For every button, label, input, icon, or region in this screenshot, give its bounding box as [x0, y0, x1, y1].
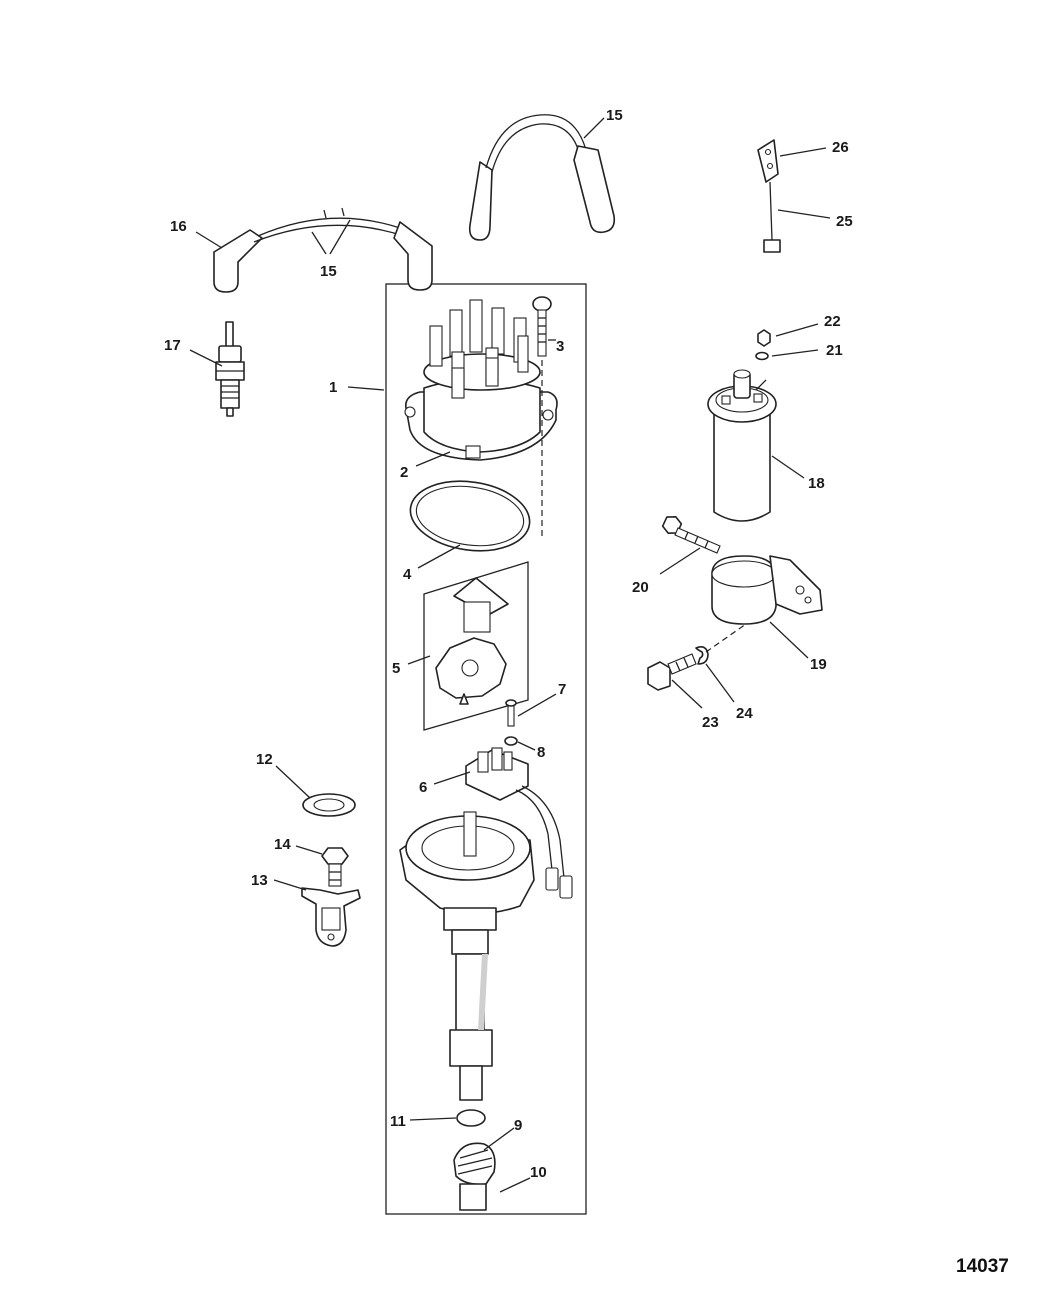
callout-10: 10 — [530, 1164, 547, 1181]
callout-11: 11 — [390, 1113, 406, 1130]
ground-strap-clip — [757, 139, 779, 183]
callout-17: 17 — [164, 337, 181, 354]
distributor-cap — [404, 299, 558, 461]
clamp-bolt — [321, 847, 349, 887]
coil-bracket — [711, 555, 823, 625]
callout-21: 21 — [826, 342, 843, 359]
callout-25: 25 — [836, 213, 853, 230]
callout-22: 22 — [824, 313, 841, 330]
lock-washer — [695, 646, 709, 665]
cap-gasket — [409, 480, 531, 552]
drive-gear — [453, 1142, 496, 1211]
callout-16: 16 — [170, 218, 187, 235]
bracket-dash-line — [705, 623, 747, 653]
bracket-bolt — [661, 516, 721, 554]
figure-number: 14037 — [956, 1256, 1009, 1277]
hold-down-clamp — [301, 887, 361, 947]
distributor-housing — [399, 811, 535, 1101]
shaft-washer — [456, 1109, 486, 1127]
spark-plug-wire-arched — [468, 114, 616, 241]
callout-3: 3 — [556, 338, 564, 355]
callout-5: 5 — [392, 660, 400, 677]
callout-9: 9 — [514, 1117, 522, 1134]
leader-lines — [189, 117, 831, 1193]
module-screw — [505, 699, 517, 727]
callout-13: 13 — [251, 872, 268, 889]
callout-1: 1 — [329, 379, 337, 396]
callout-8: 8 — [537, 744, 545, 761]
ground-strap-wire — [763, 181, 781, 253]
cap-screw — [532, 296, 552, 540]
callout-23: 23 — [702, 714, 719, 731]
callout-7: 7 — [558, 681, 566, 698]
coil-nut — [757, 329, 771, 347]
callout-20: 20 — [632, 579, 649, 596]
callout-24: 24 — [736, 705, 753, 722]
callout-15-top: 15 — [606, 107, 623, 124]
module-washer — [504, 736, 518, 746]
coil-washer — [755, 351, 769, 361]
distributor-assembly-box — [385, 283, 587, 1215]
ignition-coil — [707, 369, 777, 522]
callout-14: 14 — [274, 836, 291, 853]
ignition-module — [465, 747, 573, 899]
callout-15-left: 15 — [320, 263, 337, 280]
spark-plug-wire-short — [213, 207, 433, 293]
bracket-mount-bolt — [647, 653, 697, 691]
rotor-kit-panel — [423, 561, 529, 731]
clamp-washer — [302, 793, 356, 817]
callout-26: 26 — [832, 139, 849, 156]
spark-plug — [215, 321, 245, 417]
callout-19: 19 — [810, 656, 827, 673]
callout-6: 6 — [419, 779, 427, 796]
callout-4: 4 — [403, 566, 412, 583]
callout-18: 18 — [808, 475, 825, 492]
callout-labels: 1 2 3 4 5 6 7 8 9 10 11 12 13 14 15 15 1… — [164, 107, 853, 1181]
callout-2: 2 — [400, 464, 408, 481]
callout-12: 12 — [256, 751, 273, 768]
